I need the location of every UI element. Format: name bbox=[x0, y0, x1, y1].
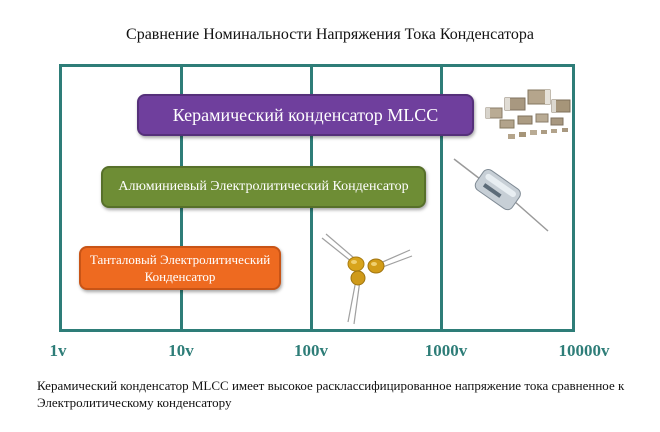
tick-100v: 100v bbox=[294, 341, 328, 360]
tick-10v: 10v bbox=[168, 341, 194, 360]
tick-1000v: 1000v bbox=[424, 341, 468, 360]
diagram-title: Сравнение Номинальности Напряжения Тока … bbox=[126, 26, 534, 43]
tantalum-capacitors-image bbox=[321, 233, 413, 325]
tick-1v: 1v bbox=[49, 341, 67, 360]
mlcc-range-bar: Керамический конденсатор MLCC bbox=[137, 94, 474, 136]
tantalum-range-bar: Танталовый Электролитический Конденсатор bbox=[79, 246, 281, 290]
gridline-1000v bbox=[440, 64, 443, 332]
tick-10000v: 10000v bbox=[558, 341, 610, 360]
tantalum-label-line1: Танталовый Электролитический bbox=[89, 252, 271, 267]
chart-frame bbox=[59, 64, 575, 332]
aluminum-range-bar: Алюминиевый Электролитический Конденсато… bbox=[101, 166, 426, 208]
aluminum-label: Алюминиевый Электролитический Конденсато… bbox=[118, 179, 409, 194]
caption-text: Керамический конденсатор MLCC имеет высо… bbox=[37, 378, 625, 410]
tantalum-label-line2: Конденсатор bbox=[144, 269, 216, 284]
mlcc-chips-image bbox=[485, 89, 571, 139]
mlcc-label: Керамический конденсатор MLCC bbox=[172, 104, 439, 125]
film-capacitor-image bbox=[453, 158, 549, 232]
